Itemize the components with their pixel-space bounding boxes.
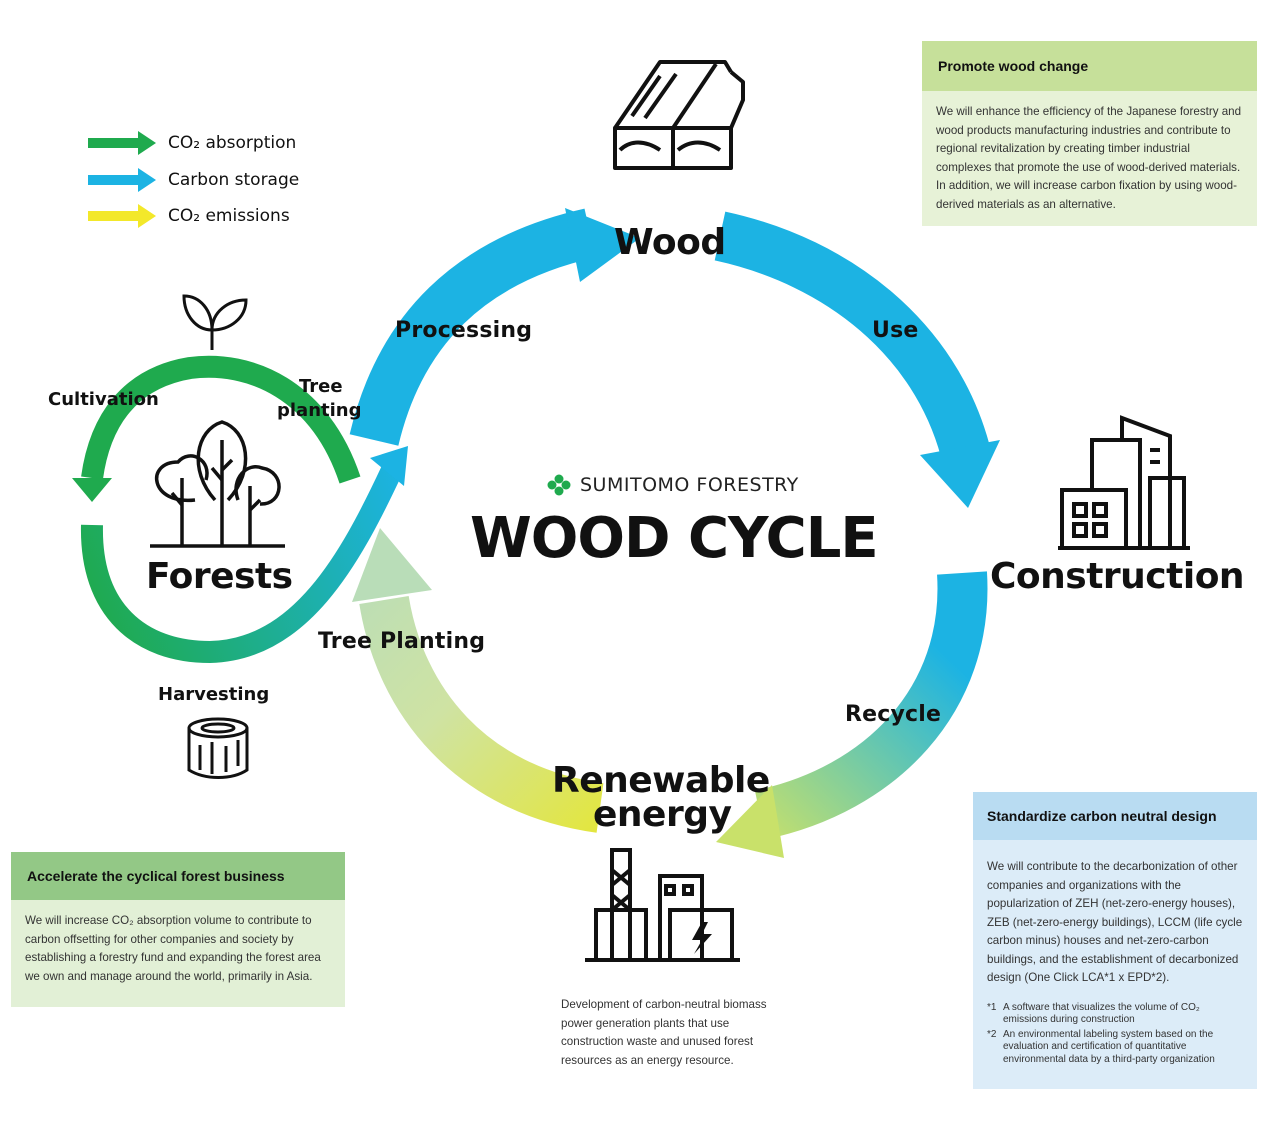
power-plant-icon [585, 848, 740, 962]
brand: SUMITOMO FORESTRY [546, 474, 799, 496]
footnote-mark: *1 [987, 1001, 997, 1013]
node-construction: Construction [990, 556, 1245, 597]
box-body: We will increase CO₂ absorption volume t… [25, 914, 321, 983]
legend-co2-absorption: CO₂ absorption [88, 130, 296, 156]
trees-icon [150, 420, 285, 548]
box-body: We will contribute to the decarbonizatio… [987, 860, 1243, 984]
stage-tree-planting-small-2: planting [277, 400, 362, 421]
stage-use: Use [872, 318, 919, 343]
recycle-arrow [716, 571, 988, 858]
footnote-text: An environmental labeling system based o… [1003, 1028, 1215, 1065]
sprout-icon [182, 294, 248, 350]
stage-tree-planting-small-1: Tree [299, 376, 343, 397]
legend-co2-emissions: CO₂ emissions [88, 203, 290, 229]
footnote-mark: *2 [987, 1028, 997, 1040]
node-wood: Wood [614, 222, 726, 263]
log-icon [187, 717, 249, 779]
footnote: *1 A software that visualizes the volume… [987, 1002, 1243, 1027]
node-energy-line1: Renewable [552, 760, 770, 801]
stage-processing: Processing [395, 318, 533, 343]
blue-arrow-icon [88, 168, 156, 192]
box-standardize-carbon-neutral-design: Standardize carbon neutral design We wil… [973, 792, 1257, 1089]
tree-planting-arrow [352, 528, 604, 833]
node-energy-line2: energy [593, 794, 732, 835]
legend-label: CO₂ absorption [168, 133, 297, 153]
brand-name: SUMITOMO FORESTRY [580, 474, 799, 496]
use-arrow [714, 211, 1000, 508]
legend-label: Carbon storage [168, 170, 300, 190]
lumber-icon [613, 60, 745, 170]
box-promote-wood-change: Promote wood change We will enhance the … [922, 41, 1257, 226]
yellow-arrow-icon [88, 204, 156, 228]
node-forests: Forests [146, 556, 293, 597]
footnote: *2 An environmental labeling system base… [987, 1029, 1243, 1067]
sumitomo-logo-icon [547, 474, 571, 496]
building-icon [1058, 415, 1190, 550]
stage-harvesting: Harvesting [158, 684, 270, 705]
box-body: We will enhance the efficiency of the Ja… [936, 105, 1242, 211]
legend-label: CO₂ emissions [168, 206, 290, 226]
box-accelerate-forest-business: Accelerate the cyclical forest business … [11, 852, 345, 1007]
diagram-title: WOOD CYCLE [470, 506, 879, 571]
footnotes: *1 A software that visualizes the volume… [973, 996, 1257, 1067]
box-title: Standardize carbon neutral design [973, 792, 1257, 840]
stage-cultivation: Cultivation [48, 389, 159, 410]
cultivation-loop-arrow [72, 355, 408, 664]
stage-recycle: Recycle [845, 702, 942, 727]
footnote-text: A software that visualizes the volume of… [1003, 1001, 1200, 1026]
box-title: Promote wood change [922, 41, 1257, 91]
energy-description: Development of carbon-neutral biomass po… [561, 998, 767, 1067]
processing-arrow [349, 208, 640, 447]
stage-tree-planting: Tree Planting [318, 629, 486, 654]
legend-carbon-storage: Carbon storage [88, 167, 299, 193]
box-title: Accelerate the cyclical forest business [11, 852, 345, 900]
green-arrow-icon [88, 131, 156, 155]
